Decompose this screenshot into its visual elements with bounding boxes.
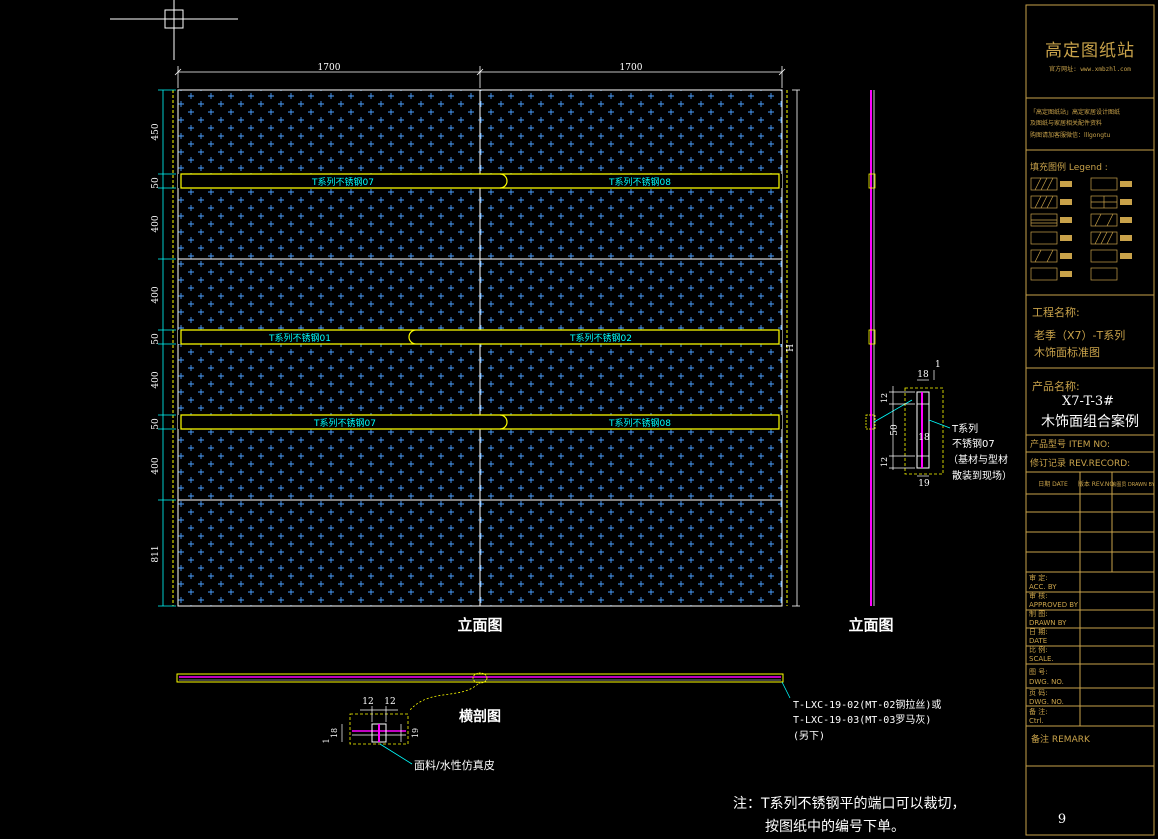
sign-row-label-en: APPROVED BY — [1029, 601, 1079, 609]
sign-row-label-en: DWG. NO. — [1029, 698, 1064, 706]
band-label: T系列不锈钢02 — [569, 332, 632, 344]
finish-note: T-LXC-19-02(MT-02钢拉丝)或 — [793, 698, 941, 711]
callout-text: 不锈钢07 — [952, 437, 995, 450]
dim-label: 1 — [322, 738, 331, 743]
band-label: T系列不锈钢01 — [268, 332, 331, 344]
dim-label: 18 — [330, 728, 339, 738]
callout-text: 散装到现场） — [952, 469, 1012, 482]
dim-label: 50 — [151, 333, 161, 345]
dim-label: 400 — [151, 215, 161, 232]
bottom-note: 按图纸中的编号下单。 — [765, 819, 905, 835]
project-name: 木饰面标准图 — [1034, 345, 1100, 359]
dim-label: 400 — [151, 286, 161, 303]
bottom-note: 注：T系列不锈钢平的端口可以裁切， — [733, 796, 966, 812]
callout-text: T系列 — [951, 422, 978, 435]
rev-col-header: 绘图员 DRAWN BY — [1111, 481, 1155, 488]
dim-label: 450 — [151, 123, 161, 140]
notice-text: 购图请加客服微信：lllgongtu — [1030, 131, 1110, 139]
dim-label: 1 — [935, 360, 941, 370]
sign-row-label: 备 注: — [1029, 707, 1048, 716]
dim-label: 12 — [880, 457, 889, 467]
finish-note: T-LXC-19-03(MT-03罗马灰) — [793, 713, 931, 726]
section-title: 横剖图 — [459, 708, 501, 725]
sign-row-label-en: DATE — [1029, 637, 1047, 645]
dim-label: 1700 — [318, 63, 341, 73]
rev-col-header: 日期 DATE — [1038, 480, 1068, 488]
legend-title: 填充图例 Legend : — [1030, 161, 1108, 173]
dim-label: 400 — [151, 371, 161, 388]
revision-label: 修订记录 REV.RECORD: — [1030, 457, 1130, 469]
sign-row-label: 页 码: — [1029, 689, 1048, 697]
steel-band-2 — [178, 329, 782, 345]
side-elevation-title: 立面图 — [848, 616, 893, 634]
side-profile-detail: 1 18 12 50 18 12 19 T系列 不锈钢07 （基材与型材 散装到… — [880, 360, 1012, 489]
product-label: 产品名称: — [1032, 379, 1080, 393]
dim-label: 12 — [880, 393, 889, 403]
dim-label: 1700 — [620, 63, 643, 73]
dim-label: 19 — [411, 728, 420, 738]
dim-label: 12 — [362, 697, 373, 707]
product-model-label: 产品型号 ITEM NO: — [1030, 438, 1110, 450]
product-name: 木饰面组合案例 — [1041, 413, 1139, 430]
band-label: T系列不锈钢08 — [608, 176, 671, 188]
hatch-legend — [1030, 177, 1118, 281]
sign-row-label: 比 例: — [1029, 645, 1048, 654]
sign-row-label-en: ACC. BY — [1029, 583, 1057, 591]
remark-label: 备注 REMARK — [1031, 733, 1091, 745]
sign-row-label: 图 号: — [1029, 668, 1048, 676]
sign-row-label: 日 期: — [1029, 628, 1048, 636]
dim-label: 50 — [151, 177, 161, 189]
sign-row-label: 审 核: — [1029, 591, 1048, 600]
rev-col-header: 版本 REV.NO — [1078, 480, 1115, 488]
project-label: 工程名称: — [1032, 305, 1080, 319]
dim-label: 50 — [890, 424, 900, 436]
top-dimension-line — [174, 66, 786, 88]
band-label: T系列不锈钢07 — [313, 417, 376, 429]
page-number: 9 — [1058, 812, 1066, 827]
dim-label: 19 — [918, 479, 930, 489]
band-label: T系列不锈钢08 — [608, 417, 671, 429]
dim-label: 12 — [384, 697, 395, 707]
crosshair-cursor-icon — [110, 0, 238, 60]
section-profile-detail: 12 12 18 1 19 面料/水性仿真皮 — [322, 697, 495, 772]
dim-label: 18 — [918, 433, 930, 443]
sign-row-label-en: Ctrl. — [1029, 717, 1044, 725]
band-label: T系列不锈钢07 — [311, 176, 374, 188]
sign-row-label: 审 定: — [1029, 573, 1048, 582]
notice-text: 「高定图纸站」高定家居设计图纸 — [1030, 108, 1120, 116]
dim-label: 50 — [151, 418, 161, 430]
sign-row-label-en: SCALE. — [1029, 655, 1054, 663]
website-text: 官方网址: www.xmbzhl.com — [1049, 65, 1131, 73]
right-dimension-line — [792, 89, 800, 607]
sign-row-label-en: DWG. NO. — [1029, 678, 1064, 686]
finish-note: (另下) — [793, 730, 825, 742]
horizontal-section: 横剖图 T-LXC-19-02(MT-02钢拉丝)或 T-LXC-19-03(M… — [176, 672, 941, 742]
left-dimension-line — [158, 89, 176, 607]
title-block: 高定图纸站 官方网址: www.xmbzhl.com 「高定图纸站」高定家居设计… — [1025, 4, 1156, 836]
project-name: 老季（X7）-T系列 — [1034, 328, 1125, 342]
sign-row-label: 制 图: — [1029, 609, 1048, 618]
callout-text: （基材与型材 — [948, 453, 1008, 466]
main-elevation-title: 立面图 — [457, 616, 502, 634]
dim-label: 811 — [151, 545, 161, 562]
steel-band-3 — [178, 414, 782, 430]
sign-row-label-en: DRAWN BY — [1029, 619, 1067, 627]
main-elevation: T系列不锈钢07 T系列不锈钢08 T系列不锈钢01 T系列不锈钢02 T系列不… — [151, 63, 800, 634]
product-code: X7-T-3# — [1062, 394, 1114, 409]
side-elevation: 立面图 — [848, 90, 913, 634]
dim-label: 18 — [917, 370, 929, 380]
steel-band-1 — [178, 173, 782, 189]
dim-label: 400 — [151, 457, 161, 474]
notice-text: 及图纸与家居相关配件资料 — [1030, 119, 1102, 127]
dim-label: H — [786, 344, 796, 352]
logo-text: 高定图纸站 — [1045, 41, 1135, 61]
callout-text: 面料/水性仿真皮 — [414, 758, 495, 772]
